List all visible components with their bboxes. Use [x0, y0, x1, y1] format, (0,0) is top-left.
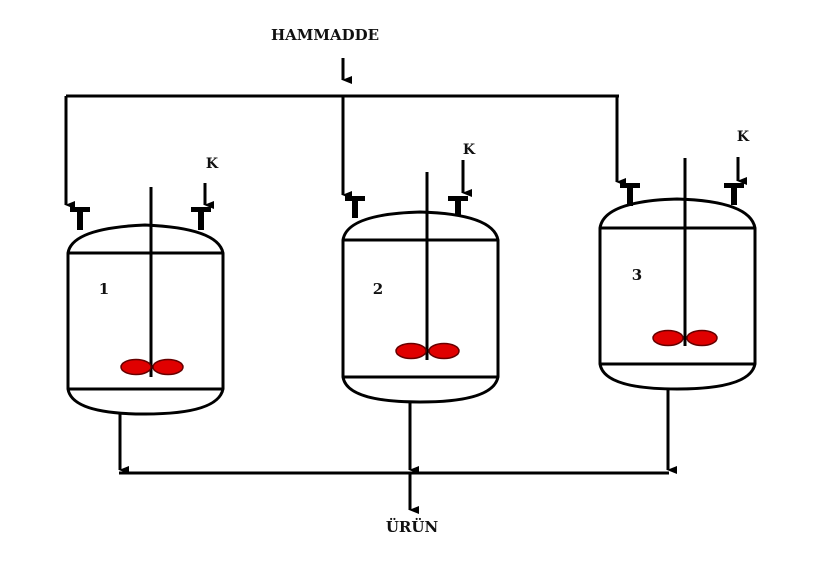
reactor-1: K 1: [64, 96, 225, 474]
product-label: ÜRÜN: [386, 517, 439, 536]
reactor-number: 1: [99, 280, 109, 298]
inlet-nozzle: [620, 183, 640, 206]
impeller-blade: [120, 358, 152, 376]
catalyst-label: K: [737, 129, 750, 145]
catalyst-nozzle: [724, 183, 744, 205]
reactor-number: 2: [373, 280, 383, 298]
inlet-nozzle: [345, 196, 365, 218]
impeller-blade: [428, 342, 460, 360]
impeller-blade: [395, 342, 427, 360]
impeller-blade: [652, 329, 684, 347]
catalyst-label: K: [206, 156, 219, 172]
inlet-nozzle: [70, 207, 90, 230]
reactor-3: K 3: [598, 96, 757, 474]
catalyst-label: K: [463, 142, 476, 158]
impeller-blade: [686, 329, 718, 347]
reactor-number: 3: [632, 266, 642, 284]
reactor-2: K 2: [341, 96, 500, 474]
catalyst-nozzle: [191, 207, 211, 230]
catalyst-nozzle: [448, 196, 468, 216]
feed-label: HAMMADDE: [271, 26, 379, 44]
impeller-blade: [152, 358, 184, 376]
